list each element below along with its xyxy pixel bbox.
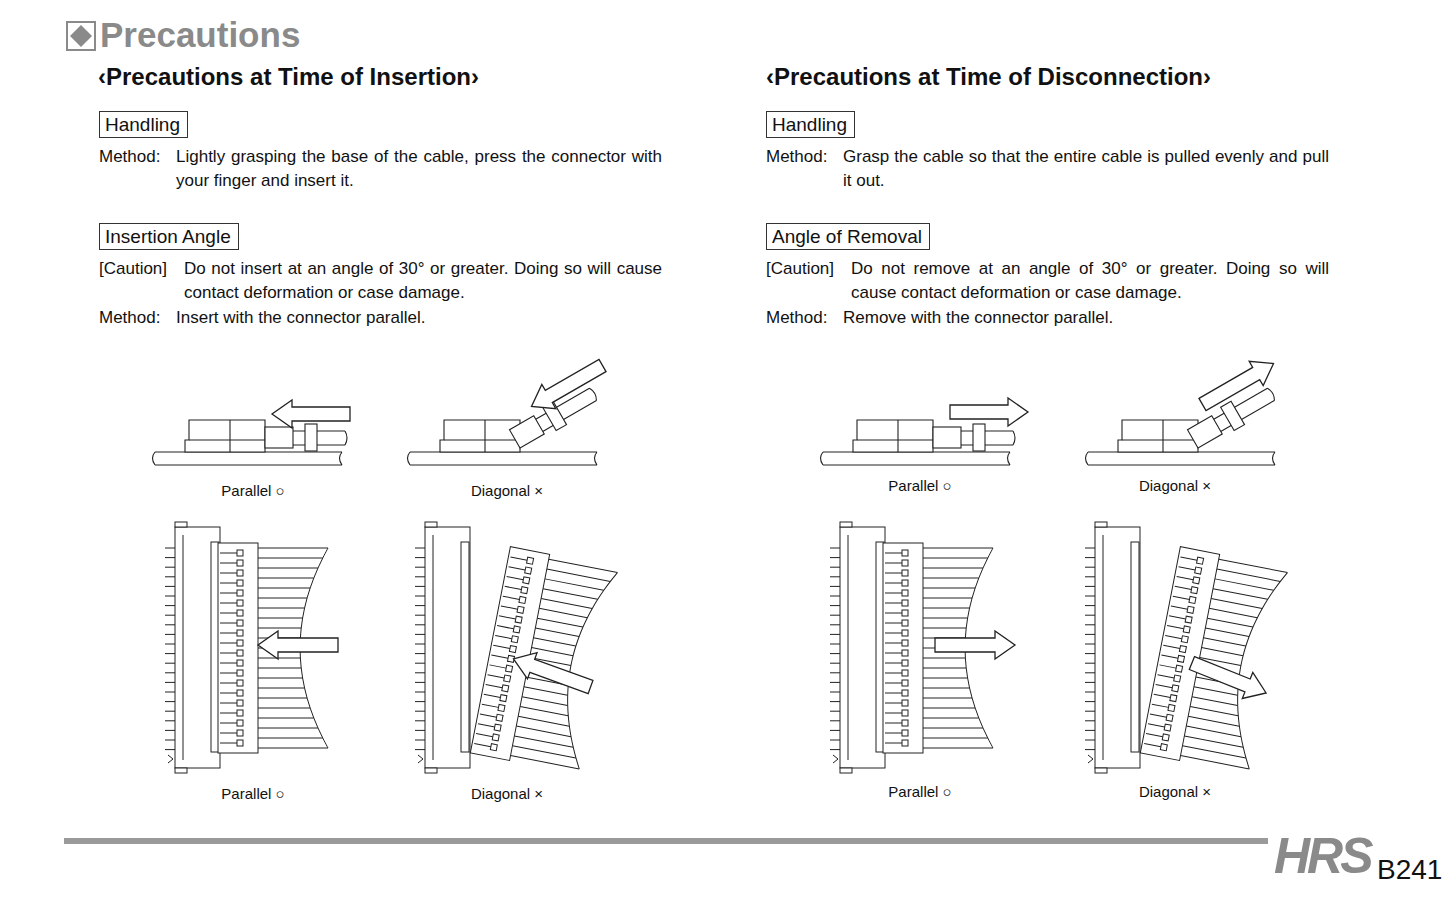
caution-tag: [Caution]	[766, 257, 834, 281]
heading-text: Handling	[772, 112, 849, 137]
plug	[265, 424, 347, 451]
direction-arrow	[258, 631, 338, 659]
plug	[470, 547, 618, 774]
pcb-board	[408, 452, 598, 465]
method-text: Grasp the cable so that the entire cable…	[843, 145, 1329, 193]
pcb-board	[821, 452, 1011, 465]
heading-text: Angle of Removal	[772, 224, 924, 249]
side-view	[153, 400, 351, 465]
heading-box: Handling	[766, 111, 855, 138]
figure-caption: Diagonal ×	[417, 784, 597, 804]
caution-tag: [Caution]	[99, 257, 167, 281]
figure-caption: Parallel ○	[830, 476, 1010, 496]
footer-bar	[64, 838, 1268, 844]
title-icon	[67, 22, 95, 50]
brand-logo: HRS	[1274, 828, 1371, 884]
side-view	[1086, 351, 1281, 465]
caution-text: Do not remove at an angle of 30° or grea…	[851, 257, 1329, 305]
method-text: Remove with the connector parallel.	[843, 306, 1113, 330]
figure-caption: Diagonal ×	[1085, 476, 1265, 496]
direction-arrow	[950, 398, 1028, 426]
figure-caption: Parallel ○	[163, 784, 343, 804]
figure-caption: Parallel ○	[163, 481, 343, 501]
method-tag: Method:	[766, 145, 827, 169]
heading-box: Insertion Angle	[99, 223, 239, 250]
heading-box: Handling	[99, 111, 188, 138]
method-tag: Method:	[99, 145, 160, 169]
pcb-board	[153, 452, 343, 465]
header-housing	[425, 527, 470, 768]
section-heading: ‹Precautions at Time of Insertion›	[98, 62, 479, 92]
header-housing	[840, 527, 885, 768]
figure-caption: Diagonal ×	[1085, 782, 1265, 802]
header-housing	[440, 420, 520, 452]
direction-arrow	[509, 646, 596, 700]
side-view	[821, 398, 1029, 465]
direction-arrow	[272, 400, 350, 428]
heading-text: Handling	[105, 112, 182, 137]
section-heading: ‹Precautions at Time of Disconnection›	[766, 62, 1211, 92]
top-view	[830, 522, 1015, 773]
figure-caption: Parallel ○	[830, 782, 1010, 802]
top-view	[165, 522, 338, 773]
header-housing	[175, 527, 220, 768]
method-tag: Method:	[766, 306, 827, 330]
top-view	[415, 522, 618, 774]
page-number: B241	[1377, 853, 1442, 887]
header-housing	[185, 420, 265, 452]
figure-caption: Diagonal ×	[417, 481, 597, 501]
top-view	[1085, 522, 1288, 774]
method-tag: Method:	[99, 306, 160, 330]
header-housing	[853, 420, 933, 452]
pcb-board	[1086, 452, 1276, 465]
direction-arrow	[524, 353, 609, 418]
header-housing	[1095, 527, 1140, 768]
side-view	[408, 353, 610, 465]
direction-arrow	[1195, 351, 1280, 416]
method-text: Lightly grasping the base of the cable, …	[176, 145, 662, 193]
header-housing	[1118, 420, 1198, 452]
method-text: Insert with the connector parallel.	[176, 306, 425, 330]
page-title: Precautions	[100, 14, 300, 56]
direction-arrow	[1187, 650, 1272, 706]
heading-text: Insertion Angle	[105, 224, 233, 249]
plug	[933, 424, 1015, 451]
direction-arrow	[935, 631, 1015, 659]
heading-box: Angle of Removal	[766, 223, 930, 250]
plug	[1140, 547, 1288, 774]
caution-text: Do not insert at an angle of 30° or grea…	[184, 257, 662, 305]
